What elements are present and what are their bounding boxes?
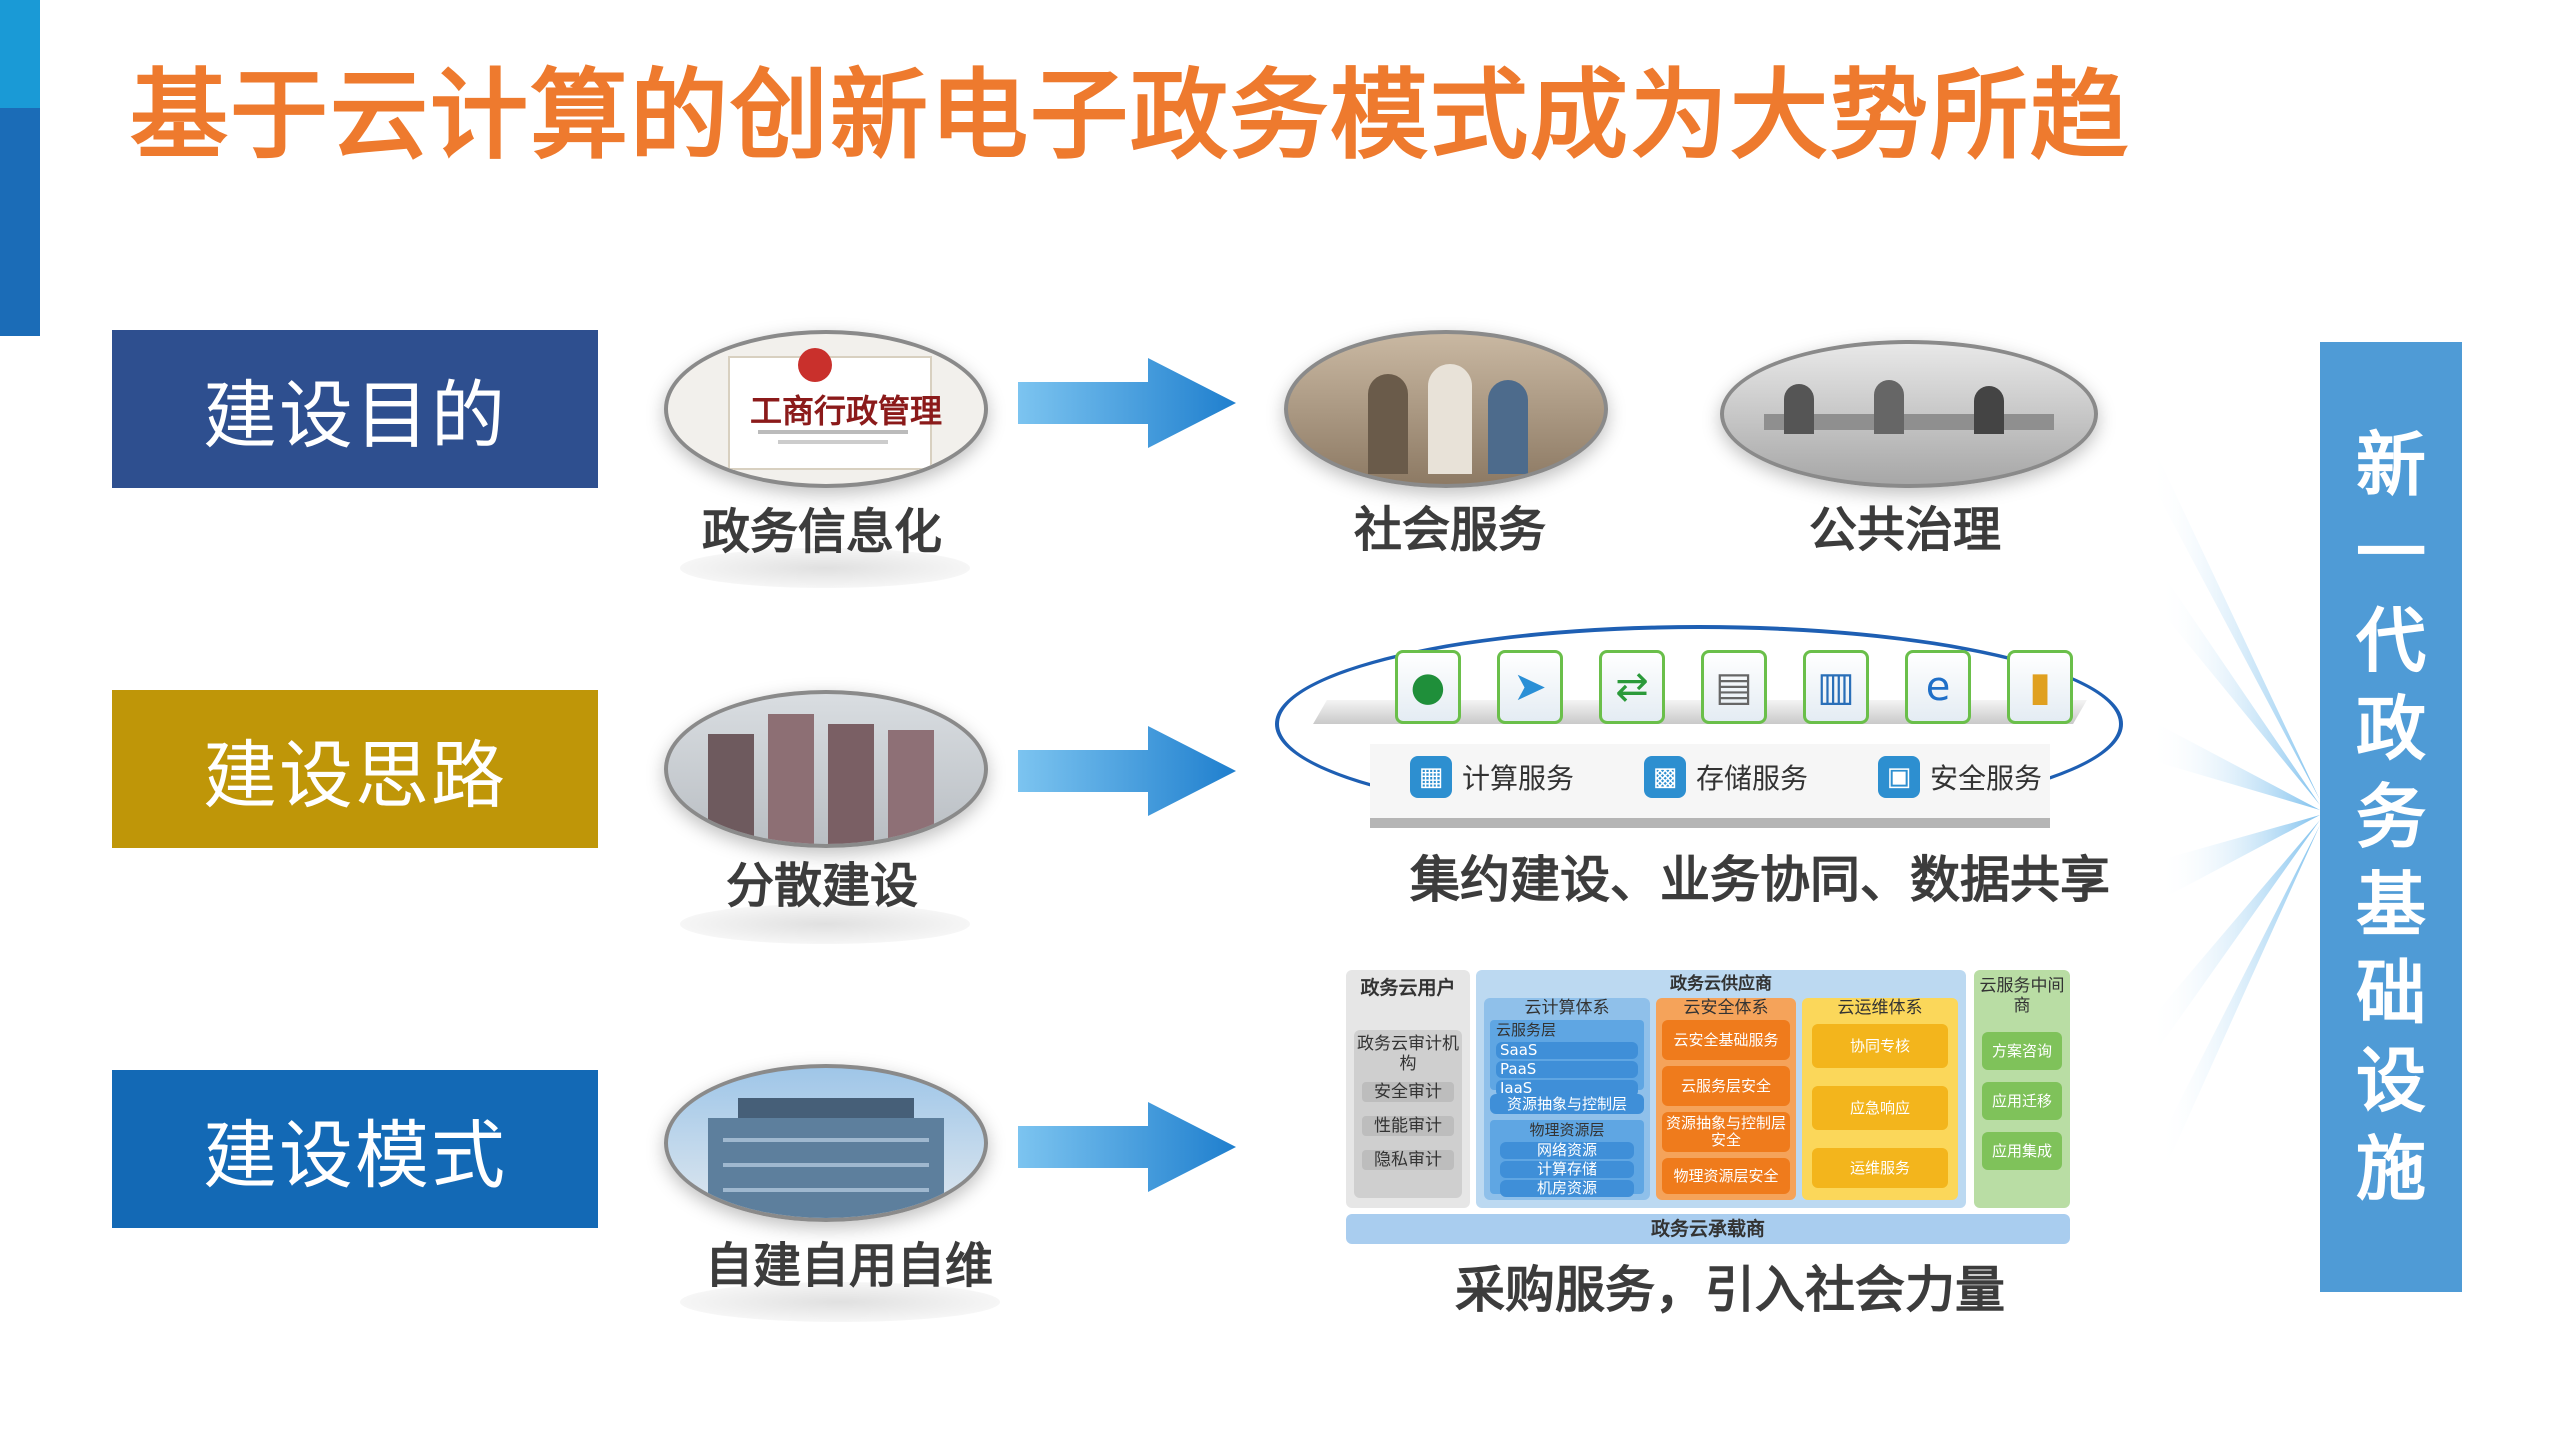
banner-char: 设 — [2356, 1040, 2426, 1122]
arch-broker-2: 应用迁移 — [1982, 1082, 2062, 1120]
arch-broker-title: 云服务中间商 — [1979, 976, 2065, 1016]
arch-iaas: IaaS — [1496, 1080, 1638, 1097]
arch-compute-service-layer: 云服务层 SaaS PaaS IaaS — [1490, 1020, 1644, 1097]
gov-cloud-architecture: 政务云用户 政务云审计机构 安全审计 性能审计 隐私审计 政务云供应商 云计算体… — [1346, 970, 2071, 1250]
arch-ops-2: 应急响应 — [1812, 1086, 1948, 1130]
banner-char: 政 — [2356, 688, 2426, 770]
arch-provider-title: 政务云供应商 — [1670, 974, 1772, 994]
arch-paas: PaaS — [1496, 1061, 1638, 1078]
arrow-row3 — [1018, 1102, 1236, 1192]
banner-char: 代 — [2356, 600, 2426, 682]
banner-text: 新一代政务基础设施 — [2356, 421, 2426, 1213]
page-title: 基于云计算的创新电子政务模式成为大势所趋 — [130, 59, 2131, 173]
caption-shadow — [680, 904, 970, 944]
caption-procurement: 采购服务，引入社会力量 — [1455, 1261, 2005, 1319]
bar-chart-icon: ▮ — [2007, 650, 2073, 724]
row-label-mode: 建设模式 — [112, 1070, 598, 1228]
caption-self-built: 自建自用自维 — [704, 1238, 993, 1294]
accent-bar-bottom — [0, 108, 40, 336]
arch-sec-base: 云安全基础服务 — [1662, 1020, 1790, 1060]
compute-icon: ▦ — [1410, 756, 1452, 798]
accent-bar-top — [0, 0, 40, 108]
arch-provider: 政务云供应商 云计算体系 云服务层 SaaS PaaS IaaS 资源抽象与控制… — [1476, 970, 1966, 1208]
caption-shadow — [680, 1282, 1000, 1322]
arch-saas: SaaS — [1496, 1042, 1638, 1059]
arch-compute-mgmt: 资源抽象与控制层 — [1490, 1094, 1644, 1114]
arch-compute-title: 云计算体系 — [1524, 998, 1610, 1018]
arch-auditor-box: 政务云审计机构 安全审计 性能审计 隐私审计 — [1354, 1030, 1462, 1198]
send-icon: ➤ — [1497, 650, 1563, 724]
document-heading: 工商行政管理 — [750, 392, 943, 430]
cloud-services: ▦ 计算服务 ▩ 存储服务 ▣ 安全服务 — [1410, 756, 2042, 798]
office-building-image — [664, 1064, 988, 1222]
arch-sec-control: 资源抽象与控制层安全 — [1662, 1112, 1790, 1152]
arch-sec-service: 云服务层安全 — [1662, 1066, 1790, 1106]
platform-base — [1370, 744, 2050, 828]
ie-icon: e — [1905, 650, 1971, 724]
row-label-approach: 建设思路 — [112, 690, 598, 848]
social-service-image — [1284, 330, 1608, 488]
arch-compute-sub2: 物理资源层 — [1529, 1121, 1605, 1139]
arch-network: 网络资源 — [1500, 1142, 1634, 1159]
cloud-app-icons: ● ➤ ⇄ ▤ ▥ e ▮ — [1395, 650, 2073, 724]
building-icon: ▥ — [1803, 650, 1869, 724]
arch-security-title: 云安全体系 — [1683, 998, 1769, 1018]
arch-broker: 云服务中间商 方案咨询 应用迁移 应用集成 — [1974, 970, 2070, 1208]
exchange-icon: ⇄ — [1599, 650, 1665, 724]
caption-social-service: 社会服务 — [1353, 502, 1546, 558]
arrow-row2 — [1018, 726, 1236, 816]
caption-decentralized: 分散建设 — [725, 858, 918, 914]
storage-icon: ▩ — [1644, 756, 1687, 798]
document-image: 工商行政管理 — [664, 330, 988, 488]
arch-broker-1: 方案咨询 — [1982, 1032, 2062, 1070]
buildings-image — [664, 690, 988, 848]
infrastructure-banner: 新一代政务基础设施 — [2320, 342, 2462, 1292]
arch-broker-3: 应用集成 — [1982, 1132, 2062, 1170]
caption-public-governance: 公共治理 — [1808, 502, 2001, 558]
arch-security: 云安全体系 云安全基础服务 云服务层安全 资源抽象与控制层安全 物理资源层安全 — [1656, 998, 1796, 1200]
caption-shadow — [680, 548, 970, 588]
arch-ops-3: 运维服务 — [1812, 1148, 1948, 1188]
arch-carrier: 政务云承载商 — [1346, 1214, 2070, 1244]
globe-icon: ● — [1395, 650, 1461, 724]
arch-compute: 云计算体系 云服务层 SaaS PaaS IaaS 资源抽象与控制层 物理资源层… — [1484, 998, 1650, 1200]
service-storage-label: 存储服务 — [1696, 762, 1809, 795]
banner-char: 一 — [2356, 512, 2426, 594]
service-compute-label: 计算服务 — [1462, 762, 1575, 795]
arch-ops-title: 云运维体系 — [1837, 998, 1923, 1018]
arrow-row1 — [1018, 358, 1236, 448]
arch-ops-1: 协同专核 — [1812, 1024, 1948, 1068]
database-icon: ▤ — [1701, 650, 1767, 724]
arch-audit-security: 安全审计 — [1362, 1082, 1454, 1102]
arch-user-column: 政务云用户 政务云审计机构 安全审计 性能审计 隐私审计 — [1346, 970, 1470, 1208]
public-governance-image — [1720, 340, 2098, 488]
caption-gov-informatization: 政务信息化 — [701, 504, 942, 560]
arch-compute-sub1: 云服务层 — [1496, 1021, 1557, 1039]
banner-char: 基 — [2356, 864, 2426, 946]
banner-char: 施 — [2356, 1128, 2426, 1210]
arch-room: 机房资源 — [1500, 1180, 1634, 1197]
arch-audit-performance: 性能审计 — [1362, 1116, 1454, 1136]
service-storage: ▩ 存储服务 — [1644, 756, 1808, 798]
converging-rays — [2150, 440, 2320, 1180]
service-security-label: 安全服务 — [1930, 762, 2043, 795]
service-compute: ▦ 计算服务 — [1410, 756, 1574, 798]
arch-user-title: 政务云用户 — [1360, 977, 1456, 999]
security-icon: ▣ — [1878, 756, 1921, 798]
banner-char: 务 — [2356, 776, 2426, 858]
service-security: ▣ 安全服务 — [1878, 756, 2042, 798]
banner-char: 新 — [2356, 424, 2426, 506]
banner-char: 础 — [2356, 952, 2426, 1034]
arch-auditor-title: 政务云审计机构 — [1357, 1034, 1459, 1074]
row-label-purpose: 建设目的 — [112, 330, 598, 488]
caption-intensive: 集约建设、业务协同、数据共享 — [1410, 851, 2110, 909]
arch-audit-privacy: 隐私审计 — [1362, 1150, 1454, 1170]
arch-storage: 计算存储 — [1500, 1161, 1634, 1178]
arch-sec-physical: 物理资源层安全 — [1662, 1158, 1790, 1194]
arch-physical-layer: 物理资源层 网络资源 计算存储 机房资源 — [1490, 1120, 1644, 1197]
arch-ops: 云运维体系 协同专核 应急响应 运维服务 — [1802, 998, 1958, 1200]
